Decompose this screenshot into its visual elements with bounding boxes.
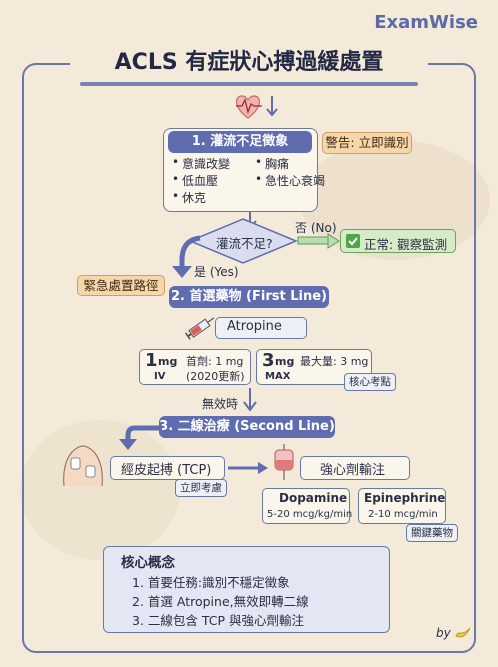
sign-bullet: • [255,172,263,186]
tcp-box [110,456,225,480]
yes-label: 是 (Yes) [194,265,239,279]
sign-chest-pain: 胸痛 [265,157,290,171]
sign-hypotension: 低血壓 [182,174,219,188]
dopamine-dose: 5-20 mcg/kg/min [267,509,353,520]
curved-arrow-icon [172,235,201,278]
inotrope-box [300,456,410,480]
emergency-note: 緊急處置路徑 [77,275,165,296]
dopamine-box [262,488,350,524]
banana-icon [455,627,471,638]
summary-item: 3. 二線包含 TCP 與強心劑輸注 [132,613,305,628]
title-underline [80,82,418,86]
sign-bullet: • [172,155,180,169]
iv-bag-icon [274,444,294,480]
epinephrine-box [358,488,446,524]
no-label: 否 (No) [295,221,337,235]
dose2-unit: mg [275,355,295,368]
dose1-value: 1 [145,350,158,371]
ineffective-label: 無效時 [202,397,239,411]
decision-question: 灌流不足? [216,236,273,251]
summary-box [103,546,390,633]
summary-item: 2. 首選 Atropine,無效即轉二線 [132,594,309,609]
normal-result-text: 正常: 觀察監測 [364,237,448,252]
heart-monitor-icon [236,95,278,119]
consider-now-tag: 立即考慮 [175,479,227,497]
step3-header: 3. 二線治療 (Second Line) [159,416,335,438]
page-title: ACLS 有症狀心搏過緩處置 [114,50,384,75]
sign-shock: 休克 [182,191,207,205]
footer-by: by [436,626,451,640]
key-point-tag: 核心考點 [344,373,396,391]
dose1-unit: mg [158,355,178,368]
dose2-value: 3 [262,350,275,371]
dose1-route: IV [154,371,166,382]
arrow-right-icon [297,233,340,249]
sign-bullet: • [255,155,263,169]
inotrope-label: 強心劑輸注 [320,463,386,478]
curved-arrow-icon [119,425,162,450]
arrow-right-icon [228,462,268,474]
epinephrine-dose: 2-10 mcg/min [368,509,438,520]
dose1-desc-line2: (2020更新) [186,370,245,383]
dose1-desc-line1: 首劑: 1 mg [186,355,244,368]
tcp-label: 經皮起搏 (TCP) [121,463,212,478]
paper-texture [20,420,180,560]
checkmark-icon [346,234,360,248]
summary-title: 核心概念 [121,555,175,571]
arrow-down-icon [243,388,257,412]
decision-diamond [188,218,298,264]
step2-header: 2. 首選藥物 (First Line) [169,286,329,308]
dopamine-name: Dopamine [279,491,348,505]
epinephrine-name: Epinephrine [364,491,446,505]
sign-heart-failure: 急性心衰竭 [265,174,326,188]
title-block: ACLS 有症狀心搏過緩處置 [70,46,428,80]
dose1-box [139,349,251,385]
sign-bullet: • [172,172,180,186]
drug-box [215,317,307,339]
brand-logo: ExamWise [374,12,478,33]
summary-item: 1. 首要任務:識別不穩定徵象 [132,575,290,590]
dose2-desc: 最大量: 3 mg [300,355,369,368]
syringe-icon [184,317,215,340]
drug-name: Atropine [227,319,282,334]
torso-pads-icon [63,445,103,487]
warning-note: 警告: 立即識別 [322,132,412,154]
step1-header: 1. 灌流不足徵象 [168,131,312,153]
sign-bullet: • [172,189,180,203]
key-drug-tag: 關鍵藥物 [406,524,458,542]
sign-altered-mental: 意識改變 [182,157,231,171]
dose2-route: MAX [265,371,291,382]
